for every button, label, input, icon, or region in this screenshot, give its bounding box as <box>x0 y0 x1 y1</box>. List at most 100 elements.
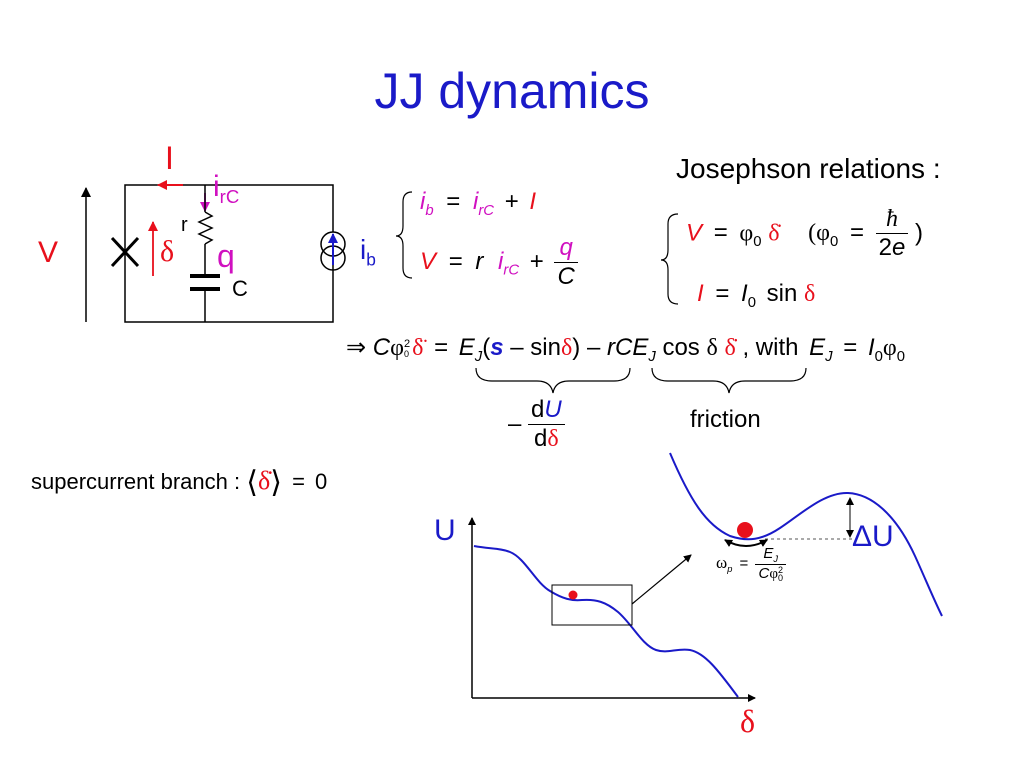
with-text: , with <box>742 334 799 361</box>
capacitor-label: C <box>232 276 248 301</box>
delta-dot: δ̇ <box>768 220 780 247</box>
numerator: q <box>554 234 578 263</box>
phi-sup: 2 <box>403 337 411 350</box>
delta-dot: δ̇ <box>257 466 271 495</box>
josephson-equation-2: I = I0 sin δ <box>697 280 815 311</box>
friction-label: friction <box>690 406 761 433</box>
V-term: V <box>420 247 437 275</box>
supercurrent-branch: supercurrent branch : ⟨δ̇⟩ = 0 <box>31 465 327 500</box>
I-term: I <box>529 188 537 215</box>
zero: 0 <box>315 469 328 494</box>
ib-main: i <box>420 188 426 215</box>
rCE-main: rCE <box>607 334 649 361</box>
equals: = <box>446 188 461 215</box>
delta-dot: δ̇ <box>724 335 736 361</box>
den-sub: 0 <box>778 573 784 584</box>
rangle: ⟩ <box>270 466 282 499</box>
C-term: C <box>372 334 391 361</box>
phi-sub: 0 <box>403 348 409 359</box>
irc-main: i <box>213 170 220 203</box>
irc-sub: rC <box>219 186 240 207</box>
paren-open: ( <box>482 334 491 361</box>
equals: = <box>715 280 730 307</box>
plus: + <box>504 188 519 215</box>
current-source-symbol <box>320 231 346 271</box>
zoom-box <box>551 584 633 626</box>
V-term: V <box>686 219 703 247</box>
num-E: E <box>763 545 774 562</box>
current-irc-label: irC <box>213 170 239 208</box>
ib-sub: b <box>366 249 376 270</box>
langle: ⟨ <box>246 466 258 499</box>
delta-ddot: δ̈ <box>412 335 424 361</box>
cos: cos <box>662 334 700 361</box>
delta: δ <box>804 281 816 307</box>
page-title: JJ dynamics <box>374 63 650 119</box>
current-I-label: I <box>165 140 174 176</box>
circuit-wire <box>124 184 334 323</box>
I0-sub: 0 <box>747 294 756 311</box>
num-d: d <box>531 396 545 423</box>
supercurrent-text: supercurrent branch : <box>31 469 241 494</box>
ib-sub: b <box>425 202 434 219</box>
denominator: C <box>557 263 575 290</box>
equals: = <box>448 247 463 275</box>
sin: sin <box>766 280 798 307</box>
potential-plot <box>468 517 756 702</box>
rCE-sub: J <box>648 348 656 365</box>
equals: = <box>849 219 864 247</box>
equals: = <box>292 469 305 494</box>
charge-label: q <box>217 238 235 274</box>
EJ-main: E <box>458 334 475 361</box>
phase-axis-label: δ <box>740 703 756 739</box>
omega-sub: p <box>727 563 733 574</box>
voltage-label: V <box>38 236 59 269</box>
system-brace <box>395 191 413 279</box>
r-term: r <box>475 247 484 275</box>
josephson-junction-symbol <box>110 236 140 268</box>
I0-sub: 0 <box>874 348 883 365</box>
phase-label: δ <box>160 235 175 268</box>
minus: – <box>510 334 524 361</box>
equals: = <box>739 554 749 572</box>
den-d: d <box>534 425 548 452</box>
numerator: EJ <box>755 545 787 565</box>
s-term: s <box>490 334 504 361</box>
irc-sub: rC <box>478 202 495 219</box>
josephson-heading: Josephson relations : <box>676 153 941 184</box>
delta: δ <box>706 335 718 361</box>
minus: – <box>586 334 601 361</box>
delta: δ <box>560 335 573 361</box>
paren-close: ) <box>572 334 581 361</box>
paren-phi: (φ <box>808 220 831 247</box>
phi: φ <box>739 220 754 247</box>
ib-main: i <box>360 234 367 265</box>
equals: = <box>434 334 449 361</box>
plus: + <box>529 247 544 275</box>
underbrace-potential <box>475 367 631 394</box>
josephson-brace <box>660 213 679 305</box>
equals: = <box>713 219 728 247</box>
den-sup: 2 <box>778 564 784 575</box>
num-J: J <box>773 554 779 564</box>
num-U: U <box>544 396 562 423</box>
phi-sub: 0 <box>753 234 762 251</box>
den-2: 2 <box>878 234 893 261</box>
EJ-main: E <box>809 334 826 361</box>
bias-current-label: ib <box>360 234 376 271</box>
den-delta: δ <box>547 426 559 452</box>
phi0-main: φ <box>882 335 897 361</box>
denominator: dδ <box>528 425 565 453</box>
irc-main: i <box>472 188 479 215</box>
I-term: I <box>697 280 704 307</box>
den-C: C <box>758 565 770 582</box>
numerator: ħ <box>875 206 909 234</box>
phi0-sub: 0 <box>896 348 906 365</box>
